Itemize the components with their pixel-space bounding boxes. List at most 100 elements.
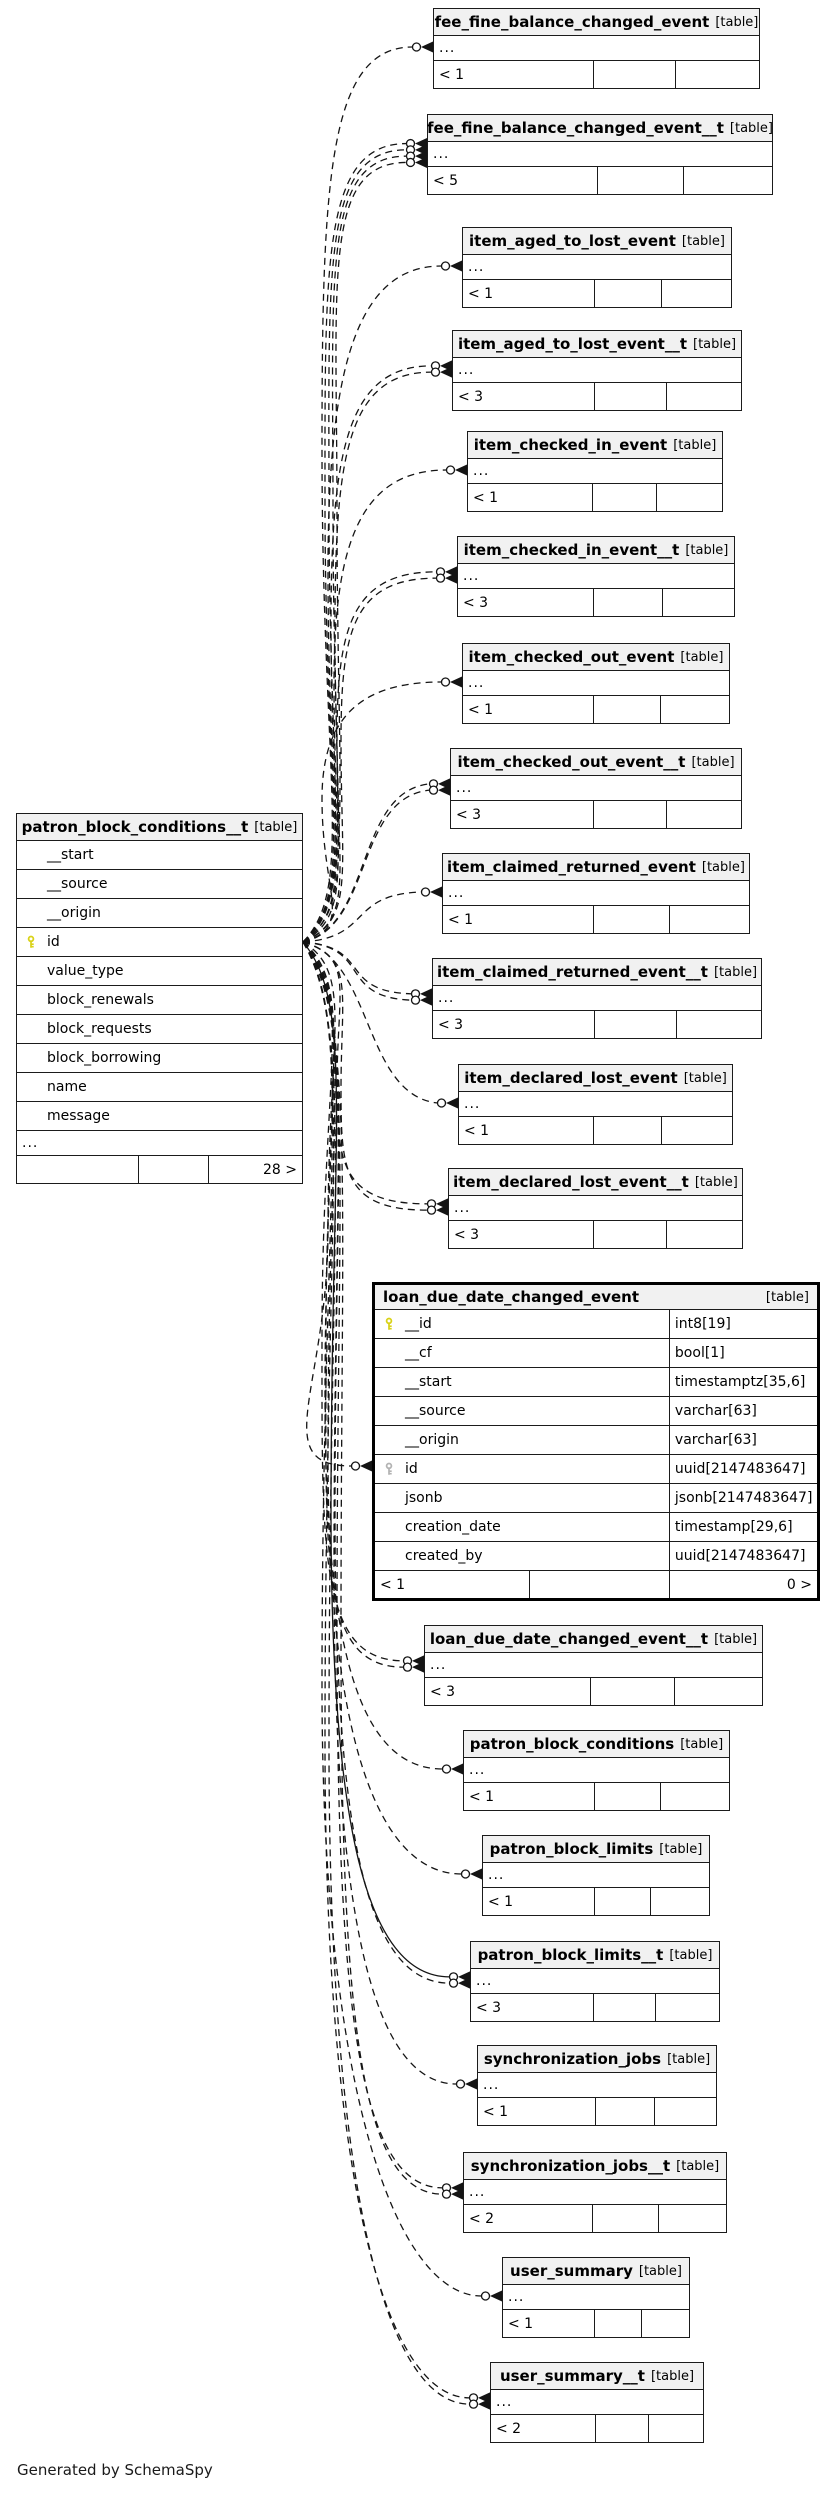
table-header[interactable]: user_summary[table] bbox=[503, 2258, 689, 2285]
edge-zero-or-one-marker bbox=[436, 1098, 447, 1108]
table-header[interactable]: patron_block_conditions[table] bbox=[464, 1731, 729, 1758]
table-header[interactable]: loan_due_date_changed_event__t[table] bbox=[425, 1626, 762, 1653]
relationship-edge bbox=[302, 941, 482, 2297]
table-node-synchronization_jobs[interactable]: synchronization_jobs[table]...< 1 bbox=[477, 2045, 717, 2126]
column-name: block_requests bbox=[47, 1021, 152, 1037]
table-node-item_checked_out_event[interactable]: item_checked_out_event[table]...< 1 bbox=[462, 643, 730, 724]
footer-parents-count bbox=[660, 1783, 729, 1810]
table-node-synchronization_jobs__t[interactable]: synchronization_jobs__t[table]...< 2 bbox=[463, 2152, 727, 2233]
footer-spacer bbox=[592, 484, 656, 511]
table-name: patron_block_limits bbox=[489, 1840, 654, 1858]
column-row-__origin: __origin bbox=[17, 899, 302, 928]
table-header[interactable]: loan_due_date_changed_event[table] bbox=[375, 1285, 817, 1310]
edge-zero-or-one-marker bbox=[468, 2399, 479, 2409]
table-header[interactable]: item_claimed_returned_event__t[table] bbox=[433, 959, 761, 986]
table-name: synchronization_jobs__t bbox=[470, 2157, 671, 2175]
footer-spacer bbox=[594, 280, 661, 307]
table-header[interactable]: synchronization_jobs[table] bbox=[478, 2046, 716, 2073]
table-header[interactable]: item_declared_lost_event__t [table] bbox=[449, 1169, 742, 1196]
table-header[interactable]: fee_fine_balance_changed_event__t[table] bbox=[427, 115, 773, 142]
table-header[interactable]: patron_block_limits[table] bbox=[483, 1836, 709, 1863]
edge-crowsfoot-marker bbox=[360, 1460, 372, 1472]
table-node-item_declared_lost_event__t[interactable]: item_declared_lost_event__t[table]...< 3 bbox=[448, 1168, 743, 1249]
table-header[interactable]: item_checked_out_event[table] bbox=[463, 644, 729, 671]
table-node-item_declared_lost_event[interactable]: item_declared_lost_event[table]...< 1 bbox=[458, 1064, 733, 1145]
footer-spacer bbox=[592, 1117, 661, 1144]
table-type-tag: [table] bbox=[650, 2368, 695, 2384]
footer-parents-count: 28 > bbox=[207, 1156, 302, 1183]
table-name: item_claimed_returned_event__t bbox=[436, 963, 708, 981]
table-header[interactable]: item_checked_out_event__t[table] bbox=[451, 749, 741, 776]
table-node-item_checked_out_event__t[interactable]: item_checked_out_event__t[table]...< 3 bbox=[450, 748, 742, 829]
footer-children-count: < 2 bbox=[496, 2420, 522, 2437]
column-row-id: id bbox=[17, 928, 302, 957]
table-header[interactable]: patron_block_conditions__t[table] bbox=[17, 814, 302, 841]
relationship-edge bbox=[302, 941, 412, 995]
table-type-tag: [table] bbox=[676, 2158, 720, 2174]
table-footer: < 1 bbox=[463, 280, 731, 307]
footer-spacer bbox=[528, 1571, 669, 1598]
footer-children-count: < 1 bbox=[380, 1576, 406, 1593]
table-node-item_checked_in_event__t[interactable]: item_checked_in_event__t[table]...< 3 bbox=[457, 536, 735, 617]
footer-children-count: < 1 bbox=[439, 66, 465, 83]
column-name: value_type bbox=[47, 963, 124, 979]
footer-children-count: < 2 bbox=[469, 2210, 495, 2227]
table-node-item_aged_to_lost_event[interactable]: item_aged_to_lost_event[table]...< 1 bbox=[462, 227, 732, 308]
columns-ellipsis: ... bbox=[449, 1196, 742, 1221]
table-header[interactable]: user_summary__t[table] bbox=[491, 2363, 703, 2390]
table-header[interactable]: patron_block_limits__t[table] bbox=[471, 1942, 719, 1969]
table-header[interactable]: item_claimed_returned_event[table] bbox=[443, 854, 749, 881]
table-node-user_summary__t[interactable]: user_summary__t[table]...< 2 bbox=[490, 2362, 704, 2443]
table-node-fee_fine_balance_changed_event__t[interactable]: fee_fine_balance_changed_event__t[table]… bbox=[427, 114, 773, 195]
columns-ellipsis: ... bbox=[459, 1092, 732, 1117]
table-node-patron_block_limits__t[interactable]: patron_block_limits__t[table]...< 3 bbox=[470, 1941, 720, 2022]
columns-ellipsis: ... bbox=[483, 1863, 709, 1888]
relationship-edge bbox=[302, 789, 430, 943]
columns-ellipsis: ... bbox=[458, 564, 734, 589]
table-type-tag: [table] bbox=[694, 1174, 738, 1190]
edge-crowsfoot-marker bbox=[415, 156, 427, 168]
table-footer: < 2 bbox=[464, 2205, 726, 2232]
columns-ellipsis: ... bbox=[463, 255, 731, 280]
edge-zero-or-one-marker bbox=[350, 1461, 361, 1471]
table-type-tag: [table] bbox=[683, 1070, 727, 1086]
column-row-name: name bbox=[17, 1073, 302, 1102]
footer-parents-count bbox=[654, 1994, 719, 2021]
table-name: fee_fine_balance_changed_event bbox=[434, 13, 710, 31]
table-header[interactable]: fee_fine_balance_changed_event[table] bbox=[434, 9, 759, 36]
table-header[interactable]: item_aged_to_lost_event[table] bbox=[463, 228, 731, 255]
table-header[interactable]: item_aged_to_lost_event__t[table] bbox=[453, 331, 741, 358]
table-node-item_claimed_returned_event__t[interactable]: item_claimed_returned_event__t[table]...… bbox=[432, 958, 762, 1039]
edge-zero-or-one-marker bbox=[420, 887, 431, 897]
table-node-item_claimed_returned_event[interactable]: item_claimed_returned_event[table]...< 1 bbox=[442, 853, 750, 934]
column-name: __id bbox=[405, 1316, 432, 1332]
table-node-item_checked_in_event[interactable]: item_checked_in_event[table]...< 1 bbox=[467, 431, 723, 512]
table-name: item_aged_to_lost_event__t bbox=[457, 335, 687, 353]
table-header[interactable]: item_checked_in_event[table] bbox=[468, 432, 722, 459]
table-node-fee_fine_balance_changed_event[interactable]: fee_fine_balance_changed_event[table]...… bbox=[433, 8, 760, 89]
table-header[interactable]: item_checked_in_event__t[table] bbox=[458, 537, 734, 564]
column-name: name bbox=[47, 1079, 87, 1095]
column-name: __source bbox=[47, 876, 108, 892]
table-node-patron_block_conditions__t[interactable]: patron_block_conditions__t[table]__start… bbox=[16, 813, 303, 1184]
table-node-user_summary[interactable]: user_summary[table]...< 1 bbox=[502, 2257, 690, 2338]
table-header[interactable]: synchronization_jobs__t [table] bbox=[464, 2153, 726, 2180]
relationship-edge bbox=[302, 941, 470, 2405]
edge-zero-or-one-marker bbox=[440, 261, 451, 271]
footer-children-count: < 1 bbox=[508, 2315, 534, 2332]
footer-parents-count bbox=[666, 383, 741, 410]
table-node-item_aged_to_lost_event__t[interactable]: item_aged_to_lost_event__t[table]...< 3 bbox=[452, 330, 742, 411]
table-footer: < 5 bbox=[428, 167, 772, 194]
table-header[interactable]: item_declared_lost_event[table] bbox=[459, 1065, 732, 1092]
table-name: item_declared_lost_event__t bbox=[453, 1173, 689, 1191]
column-type: timestamptz[35,6] bbox=[668, 1368, 817, 1396]
footer-parents-count bbox=[661, 1117, 732, 1144]
table-node-patron_block_limits[interactable]: patron_block_limits[table]...< 1 bbox=[482, 1835, 710, 1916]
table-node-patron_block_conditions[interactable]: patron_block_conditions[table]...< 1 bbox=[463, 1730, 730, 1811]
table-node-loan_due_date_changed_event__t[interactable]: loan_due_date_changed_event__t[table]...… bbox=[424, 1625, 763, 1706]
